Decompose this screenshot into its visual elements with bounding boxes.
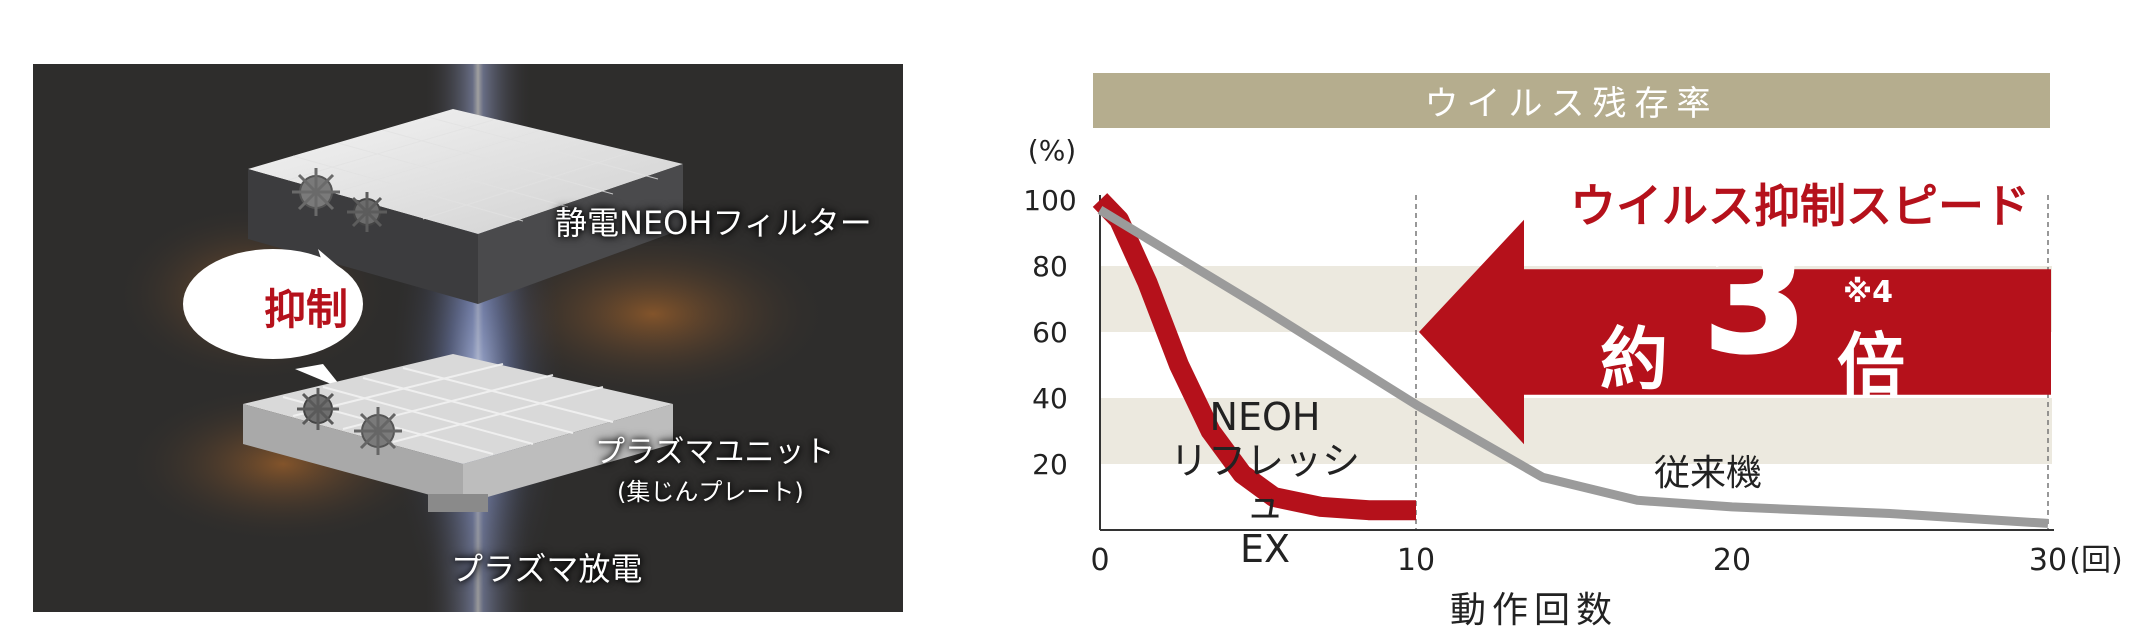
virus-icon xyxy=(347,192,387,232)
series-layer xyxy=(1092,193,2049,528)
x-tick-label: 10 xyxy=(1397,543,1435,578)
x-axis-label: 動作回数 xyxy=(1450,590,1618,631)
plasma-unit-sublabel: (集じんプレート) xyxy=(617,478,804,506)
product-illustration: 抑制 静電NEOHフィルター プラズマユニット (集じんプレート) プラズマ放電 xyxy=(33,64,903,612)
speed-multiplier-label: 倍 xyxy=(1837,327,1906,406)
virus-icon xyxy=(292,168,340,216)
speed-footnote-mark: ※4 xyxy=(1843,275,1894,310)
virus-icon xyxy=(354,407,402,455)
chart-title: ウイルス残存率 xyxy=(1424,84,1719,124)
suppress-label: 抑制 xyxy=(263,285,348,334)
plasma-unit-label: プラズマユニット xyxy=(595,435,835,470)
series-line-conventional xyxy=(1097,206,2049,528)
speed-number: 3 xyxy=(1701,213,1808,387)
y-tick-label: 20 xyxy=(1032,448,1068,481)
illustration-graphic xyxy=(113,64,833,612)
chart-axes xyxy=(1099,195,2054,531)
speed-arrow xyxy=(1419,219,2051,445)
speed-arrow-layer xyxy=(1419,219,2051,445)
speed-about-label: 約 xyxy=(1600,321,1669,400)
series-label-conventional: 従来機 xyxy=(1653,453,1762,494)
reference-lines xyxy=(1415,195,2049,530)
x-axis-unit: (回) xyxy=(2069,543,2122,578)
y-tick-label: 60 xyxy=(1032,316,1068,349)
series-line-neoh xyxy=(1092,193,1416,521)
plasma-discharge-label: プラズマ放電 xyxy=(451,550,643,588)
tick-labels: 0 10 20 30 100 80 60 40 20 (%) (回) 動作回数 xyxy=(1023,134,2122,631)
x-tick-label: 30 xyxy=(2029,543,2067,578)
x-tick-label: 0 xyxy=(1090,543,1109,578)
y-tick-label: 80 xyxy=(1032,250,1068,283)
x-tick-label: 20 xyxy=(1713,543,1751,578)
speed-headline: ウイルス抑制スピード xyxy=(1570,179,2030,233)
y-axis-label: (%) xyxy=(1028,134,1076,167)
virus-icon xyxy=(297,388,339,430)
y-tick-label: 100 xyxy=(1023,184,1076,217)
filter-label: 静電NEOHフィルター xyxy=(555,204,872,242)
grid-band xyxy=(1100,398,2052,464)
y-tick-label: 40 xyxy=(1032,382,1068,415)
chart-title-bar: ウイルス残存率 xyxy=(1093,73,2050,128)
